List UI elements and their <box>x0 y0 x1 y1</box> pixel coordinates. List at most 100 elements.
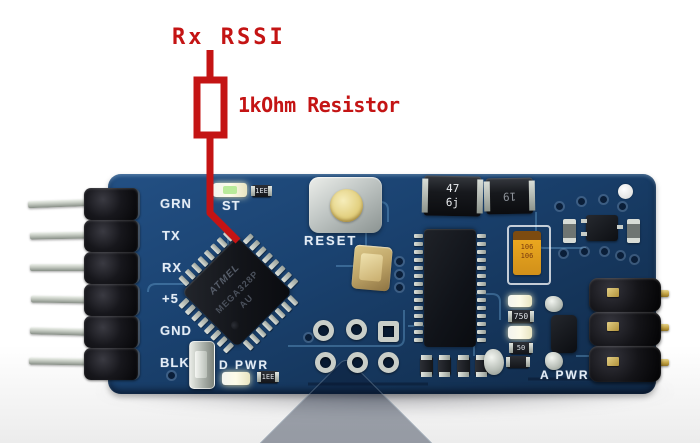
chip-pin <box>477 322 486 326</box>
chip-pin <box>477 250 486 254</box>
via <box>396 258 403 265</box>
through-hole <box>346 319 367 340</box>
chip-pin <box>477 290 486 294</box>
reset-button-cap[interactable] <box>329 189 363 222</box>
silk-tx: TX <box>162 228 181 243</box>
via <box>631 256 638 263</box>
annotation-resistor-label: 1kOhm Resistor <box>238 93 400 117</box>
chip-pin <box>477 242 486 246</box>
chip-pin <box>414 338 423 342</box>
header-block <box>84 284 140 316</box>
chip-pin <box>477 266 486 270</box>
cap-marking: 19 <box>502 189 517 203</box>
silk-grn: GRN <box>160 196 192 211</box>
right-header-block <box>589 278 661 312</box>
right-header-contact <box>607 322 619 331</box>
header-pin-rx <box>30 264 94 271</box>
chip-pin <box>414 322 423 326</box>
through-hole <box>315 352 336 373</box>
via <box>617 252 624 259</box>
header-block <box>84 252 140 284</box>
smd-cap <box>563 219 576 243</box>
status-led-resistor: 1EE <box>251 185 272 197</box>
header-block <box>84 188 140 220</box>
chip-pin <box>477 234 486 238</box>
reset-button[interactable] <box>309 177 382 233</box>
via <box>560 250 567 257</box>
smd-resistor <box>420 355 433 377</box>
chip-pin <box>477 306 486 310</box>
right-header-block <box>589 346 661 382</box>
smd-resistor <box>438 355 451 377</box>
chip-pin <box>477 338 486 342</box>
silk-a-pwr: A PWR <box>540 368 590 382</box>
chip-pin <box>414 298 423 302</box>
chip-pin <box>477 314 486 318</box>
via <box>578 198 585 205</box>
through-hole <box>347 352 368 373</box>
annotation-rssi-label: Rx RSSI <box>172 25 286 50</box>
silk-gnd: GND <box>160 323 192 338</box>
chip-pin <box>477 330 486 334</box>
smd-resistor <box>506 356 530 368</box>
sot23-transistor <box>581 215 623 241</box>
chip-pin <box>414 330 423 334</box>
via <box>600 196 607 203</box>
silk-reset: RESET <box>304 233 358 248</box>
metal-can-component <box>189 341 215 389</box>
cap-marking: 106 <box>520 243 534 251</box>
resistor-750: 750 <box>508 310 534 323</box>
chip-pin <box>414 314 423 318</box>
smd-cap <box>627 219 640 243</box>
via <box>556 203 563 210</box>
via <box>168 372 175 379</box>
chip-pin <box>414 258 423 262</box>
cap-marking: 6j <box>445 195 460 210</box>
yellow-tantalum-cap: 106 106 <box>513 231 541 275</box>
chip-pin <box>414 250 423 254</box>
right-header-block <box>589 312 661 346</box>
chip-pin <box>414 274 423 278</box>
resistor-50: 50 <box>509 342 533 354</box>
solder-blob <box>484 349 504 375</box>
via <box>396 271 403 278</box>
cap-marking: 106 <box>520 252 534 261</box>
through-hole <box>378 352 399 373</box>
via <box>396 284 403 291</box>
solder-blob <box>545 296 563 312</box>
silk-blk: BLK <box>160 355 190 370</box>
chip-pin <box>477 274 486 278</box>
via <box>581 248 588 255</box>
chip-pin <box>414 306 423 310</box>
annotation-resistor-symbol <box>193 76 228 139</box>
silk-5v: +5 <box>162 291 179 306</box>
header-block <box>84 348 140 380</box>
silk-d-pwr: D PWR <box>219 358 269 372</box>
chip-pin <box>414 242 423 246</box>
smd-resistor <box>457 355 470 377</box>
indicator-led <box>508 326 532 339</box>
through-hole <box>313 320 334 341</box>
via <box>305 334 312 341</box>
cap-marking: 47 <box>445 182 460 196</box>
d-pwr-resistor: 1EE <box>257 371 279 383</box>
fiducial-dot <box>618 184 633 199</box>
tantalum-cap-2: 19 <box>485 177 534 215</box>
chip-pin <box>414 282 423 286</box>
header-block <box>84 316 140 348</box>
crystal-oscillator <box>351 244 393 292</box>
via <box>619 203 626 210</box>
silk-st: ST <box>222 198 241 213</box>
status-led <box>213 183 247 197</box>
chip-pin <box>414 266 423 270</box>
through-hole-square <box>378 321 399 342</box>
cap-silkscreen-outline <box>507 225 551 285</box>
d-pwr-led <box>222 372 250 385</box>
solder-blob <box>545 352 563 370</box>
chip-pin <box>477 298 486 302</box>
indicator-led <box>508 295 532 307</box>
interface-chip-soic28 <box>414 229 486 347</box>
chip-pin <box>414 234 423 238</box>
right-header-contact <box>607 357 619 366</box>
